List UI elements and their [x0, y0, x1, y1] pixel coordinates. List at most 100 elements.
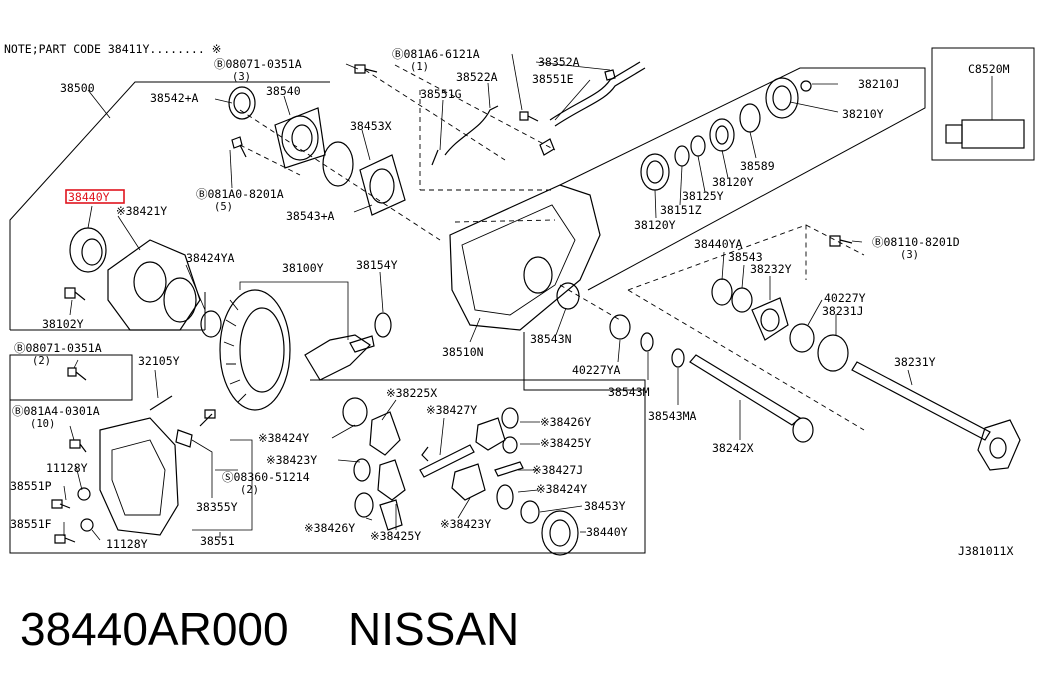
label-38453y: 38453Y: [584, 499, 626, 513]
right-side-seals: [711, 278, 849, 372]
diagram-frames: [9, 47, 1035, 554]
final-drive-housing-38510n: [449, 184, 601, 331]
pinion-bearings: [640, 77, 812, 191]
part-labels: NOTE;PART CODE 38411Y........ ※ 38500 38…: [4, 42, 1013, 558]
label-08071-qty-left: (2): [32, 355, 51, 367]
label-08071-0351a-left: Ⓑ08071-0351A: [14, 341, 102, 355]
frame-housing-shaft: [559, 67, 926, 291]
footer-part-number: 38440AR000: [20, 603, 289, 655]
label-38424y-lower: ※38424Y: [536, 482, 587, 496]
footer: 38440AR000 NISSAN: [20, 603, 519, 655]
label-38120y-upper: 38120Y: [712, 175, 754, 189]
bolt-icons: [51, 64, 853, 544]
o-ring-38543m: [640, 332, 654, 352]
label-38120y-lower: 38120Y: [634, 218, 676, 232]
side-bearing-38440y: [69, 227, 107, 273]
label-38551: 38551: [200, 534, 235, 548]
label-38426y-upper: ※38426Y: [540, 415, 591, 429]
label-08360-51214: Ⓢ08360-51214: [222, 470, 310, 484]
label-38543: 38543: [728, 250, 763, 264]
label-38232y: 38232Y: [750, 262, 792, 276]
label-08110-qty: (3): [900, 249, 919, 261]
note-part-code: NOTE;PART CODE 38411Y........ ※: [4, 42, 221, 56]
label-38352a: 38352A: [538, 55, 580, 69]
label-081a6-6121a: Ⓑ081A6-6121A: [392, 47, 480, 61]
washer-38154y: [374, 312, 392, 338]
label-081a4-qty: (10): [30, 418, 55, 430]
label-38440y-highlighted: 38440Y: [68, 190, 110, 204]
label-38440ya: 38440YA: [694, 237, 743, 251]
stud-32105y: [149, 395, 173, 411]
label-38589: 38589: [740, 159, 775, 173]
label-38440y-lower: 38440Y: [586, 525, 628, 539]
seal-40227ya: [609, 314, 631, 340]
label-38542a: 38542+A: [150, 91, 199, 105]
leader-lines: [63, 53, 993, 541]
label-38125y: 38125Y: [682, 189, 724, 203]
label-32105y: 32105Y: [138, 354, 180, 368]
label-38551f: 38551F: [10, 517, 52, 531]
label-38225x: ※38225X: [386, 386, 437, 400]
o-ring-38543n: [556, 282, 580, 310]
label-081a0-8201a: Ⓑ081A0-8201A: [196, 187, 284, 201]
label-38426y-lower: ※38426Y: [304, 521, 355, 535]
label-38210j: 38210J: [858, 77, 900, 91]
label-38522a: 38522A: [456, 70, 498, 84]
label-081a6-qty: (1): [410, 61, 429, 73]
oil-seal-38542a: [228, 86, 256, 120]
label-38210y: 38210Y: [842, 107, 884, 121]
label-38427j: ※38427J: [532, 463, 583, 477]
breather-tube-38522a: [431, 61, 646, 166]
label-38424y-upper: ※38424Y: [258, 431, 309, 445]
label-38231y: 38231Y: [894, 355, 936, 369]
diagram-code: J381011X: [958, 544, 1013, 558]
label-38423y-lower: ※38423Y: [440, 517, 491, 531]
label-38543m: 38543M: [608, 385, 650, 399]
o-ring-38543ma: [671, 348, 685, 368]
label-11128y-upper: 11128Y: [46, 461, 88, 475]
o-ring: [322, 141, 354, 187]
label-40227ya: 40227YA: [572, 363, 621, 377]
label-081a4-0301a: Ⓑ081A4-0301A: [12, 404, 100, 418]
label-08110-8201d: Ⓑ08110-8201D: [872, 235, 960, 249]
label-38453x: 38453X: [350, 119, 392, 133]
ring-gear-38100y: [219, 289, 375, 411]
label-40227y: 40227Y: [824, 291, 866, 305]
label-38423y-upper: ※38423Y: [266, 453, 317, 467]
label-38242x: 38242X: [712, 441, 754, 455]
label-38543n: 38543N: [530, 332, 572, 346]
frame-c8520m-box: [931, 47, 1035, 161]
frame-upper-left: [9, 81, 330, 330]
label-38510n: 38510N: [442, 345, 484, 359]
label-38100y: 38100Y: [282, 261, 324, 275]
label-08360-qty: (2): [240, 484, 259, 496]
label-38355y: 38355Y: [196, 500, 238, 514]
label-38425y-lower: ※38425Y: [370, 529, 421, 543]
label-38151z: 38151Z: [660, 203, 702, 217]
differential-case-38421y: [107, 239, 201, 331]
plug-parts: [77, 487, 94, 532]
assembly-lines: [239, 64, 621, 321]
label-38421y: ※38421Y: [116, 204, 167, 218]
label-11128y-lower: 11128Y: [106, 537, 148, 551]
label-38425y-upper: ※38425Y: [540, 436, 591, 450]
label-c8520m: C8520M: [968, 62, 1010, 76]
label-38102y: 38102Y: [42, 317, 84, 331]
label-38543ma: 38543MA: [648, 409, 697, 423]
rear-cover-38355y: [99, 417, 193, 536]
side-flange-38540: [274, 107, 326, 169]
label-08071-0351a-top: Ⓑ08071-0351A: [214, 57, 302, 71]
washer-38424ya: [200, 310, 222, 338]
label-38231j: 38231J: [822, 304, 864, 318]
label-38500: 38500: [60, 81, 95, 95]
label-38154y: 38154Y: [356, 258, 398, 272]
side-shaft-38242x: [689, 354, 814, 443]
c8520m-sealant-tube: [945, 119, 1025, 149]
footer-brand: NISSAN: [348, 603, 519, 655]
label-08071-qty-top: (3): [232, 71, 251, 83]
gasket-38453x: [359, 154, 406, 216]
label-38551e: 38551E: [532, 72, 574, 86]
label-38551g: 38551G: [420, 87, 462, 101]
